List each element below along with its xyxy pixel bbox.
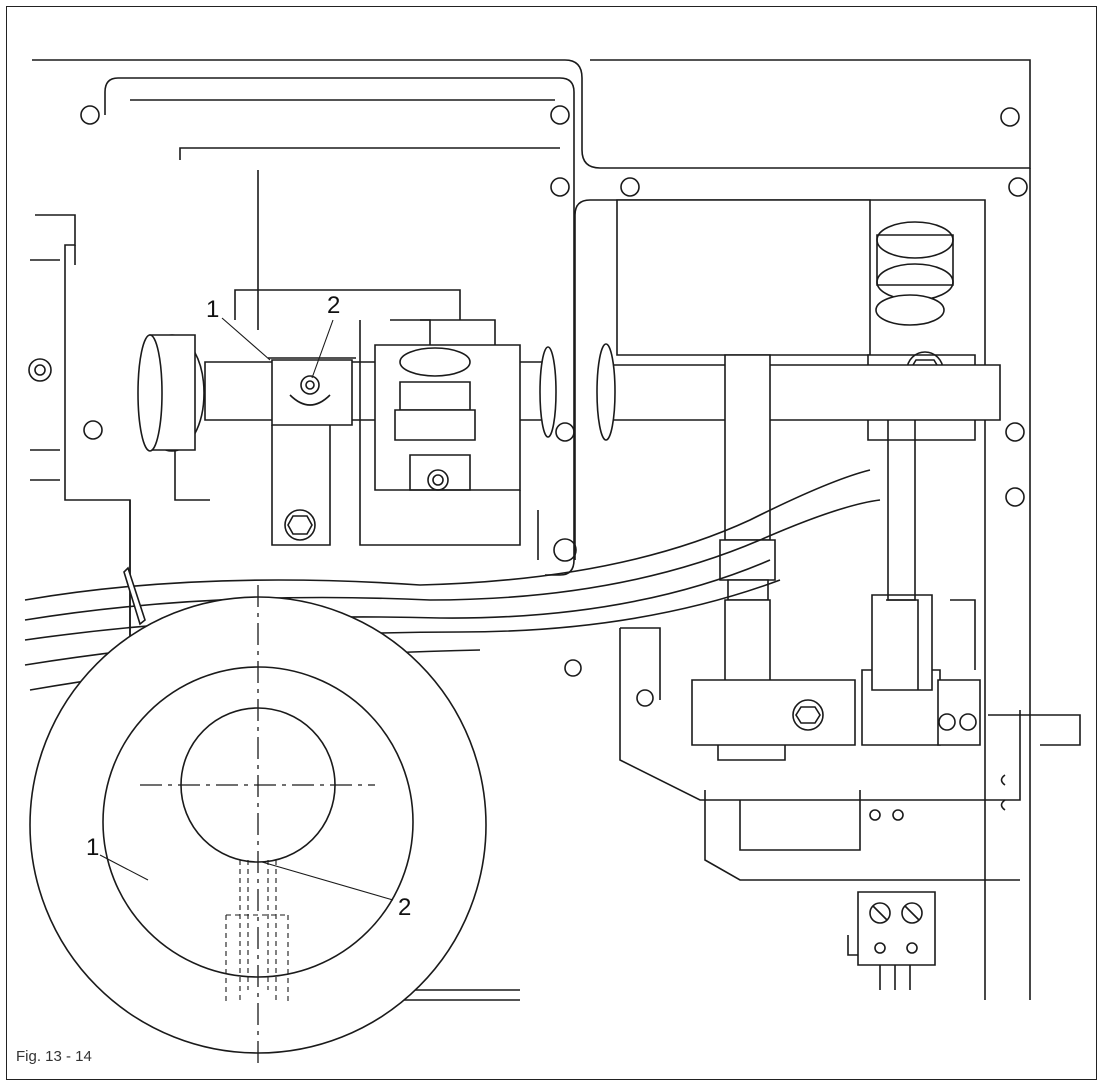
callout-2-detail: 2 (398, 894, 412, 921)
terminal-block (847, 891, 936, 990)
left-shaft-assembly (137, 289, 557, 546)
callout-leaders (99, 317, 394, 901)
figure-caption: Fig. 13 - 14 (16, 1048, 92, 1065)
callout-2-screw: 2 (327, 292, 341, 319)
detail-view (29, 585, 487, 1065)
mounting-holes (28, 105, 1028, 707)
callout-1-detail: 1 (86, 834, 100, 861)
valve-assembly (574, 199, 1081, 1000)
base-plate (32, 59, 1031, 1000)
figure-frame (6, 6, 1097, 1080)
callout-1-clamp: 1 (206, 296, 220, 323)
